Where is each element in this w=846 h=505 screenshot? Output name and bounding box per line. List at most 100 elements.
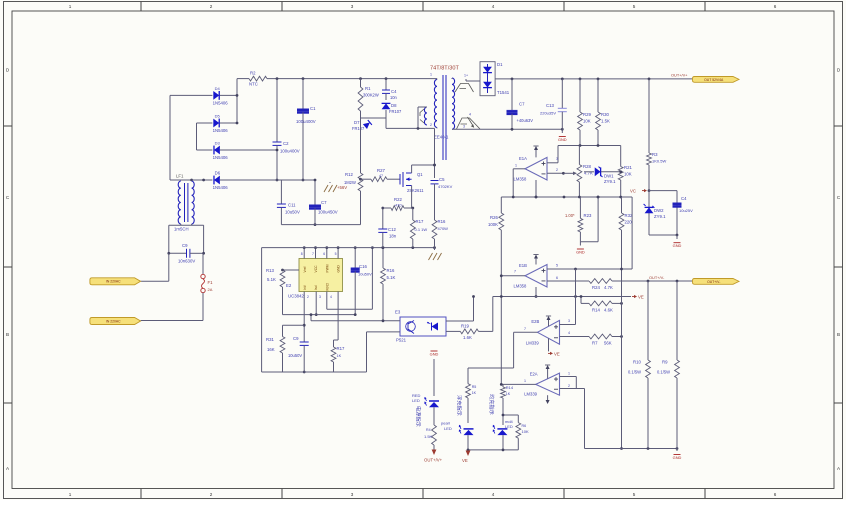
svg-text:C12: C12: [388, 227, 396, 232]
svg-text:FR107: FR107: [389, 109, 402, 114]
svg-text:E2A: E2A: [530, 372, 538, 377]
svg-text:7: 7: [514, 270, 516, 274]
svg-text:100u450V: 100u450V: [318, 210, 338, 215]
svg-text:LED: LED: [444, 426, 452, 431]
svg-text:D: D: [837, 67, 841, 72]
svg-text:2: 2: [307, 295, 309, 299]
svg-text:1N5406: 1N5406: [213, 155, 229, 160]
svg-text:7: 7: [524, 327, 526, 331]
svg-text:47: 47: [379, 174, 383, 178]
svg-text:1K0.5W: 1K0.5W: [652, 159, 666, 164]
svg-text:C7: C7: [321, 200, 327, 205]
svg-text:VE: VE: [462, 458, 468, 463]
svg-text:1M2W: 1M2W: [344, 180, 356, 185]
svg-text:均充指示: 均充指示: [488, 394, 496, 415]
svg-text:GND: GND: [673, 455, 682, 460]
svg-text:2: 2: [210, 4, 213, 9]
svg-text:R16: R16: [387, 268, 395, 273]
svg-text:E2B: E2B: [531, 319, 539, 324]
svg-text:R17: R17: [416, 219, 424, 224]
svg-text:DW2: DW2: [654, 208, 664, 213]
svg-text:C: C: [837, 195, 841, 200]
svg-text:IN 220AC: IN 220AC: [106, 280, 121, 284]
svg-text:R4: R4: [426, 428, 431, 432]
svg-text:18n: 18n: [389, 234, 397, 239]
svg-text:R31: R31: [266, 337, 274, 342]
svg-text:220: 220: [625, 220, 633, 225]
svg-text:Vref: Vref: [303, 266, 307, 272]
svg-text:10u50V: 10u50V: [285, 210, 300, 215]
svg-text:2: 2: [210, 492, 213, 497]
svg-text:1.5K: 1.5K: [424, 434, 433, 439]
svg-text:UC3842: UC3842: [288, 294, 304, 299]
svg-text:3: 3: [351, 492, 354, 497]
svg-text:5.1K: 5.1K: [267, 277, 276, 282]
svg-text:10u25V: 10u25V: [679, 208, 693, 213]
svg-text:GND: GND: [337, 265, 341, 273]
svg-text:R9: R9: [662, 360, 668, 365]
svg-text:R27: R27: [377, 168, 385, 173]
svg-text:+40u63V: +40u63V: [517, 118, 534, 123]
svg-text:LED: LED: [412, 398, 420, 403]
svg-text:R32: R32: [625, 213, 633, 218]
svg-text:R14: R14: [592, 308, 600, 313]
svg-text:1: 1: [69, 4, 72, 9]
svg-text:R5: R5: [472, 385, 477, 389]
svg-text:E3: E3: [395, 310, 401, 315]
svg-text:R16: R16: [438, 219, 446, 224]
svg-text:1.6K: 1.6K: [463, 335, 472, 340]
svg-text:LM339: LM339: [524, 392, 537, 397]
svg-text:10u50V: 10u50V: [358, 272, 372, 277]
svg-text:R22: R22: [394, 197, 402, 202]
svg-text:R26: R26: [490, 215, 498, 220]
svg-text:R2: R2: [250, 71, 256, 76]
svg-text:浮充指示: 浮充指示: [456, 395, 464, 416]
svg-text:3: 3: [319, 295, 321, 299]
svg-text:1: 1: [430, 73, 432, 77]
svg-text:1N5406: 1N5406: [213, 100, 229, 105]
svg-text:D1: D1: [497, 62, 503, 67]
svg-text:10u50V: 10u50V: [288, 353, 302, 358]
svg-text:3: 3: [463, 125, 465, 129]
svg-text:6: 6: [323, 252, 325, 256]
svg-text:OUT+/V+: OUT+/V+: [671, 72, 688, 77]
svg-text:EE40-1: EE40-1: [434, 135, 449, 140]
svg-text:DW1: DW1: [604, 174, 614, 179]
svg-text:C13: C13: [546, 103, 554, 108]
svg-text:F1: F1: [208, 280, 214, 285]
svg-text:1: 1: [524, 379, 526, 383]
svg-text:Q1: Q1: [417, 172, 423, 177]
svg-text:GND: GND: [673, 243, 682, 248]
svg-text:D8: D8: [391, 103, 397, 108]
svg-text:10K: 10K: [522, 429, 529, 434]
svg-text:1: 1: [568, 372, 570, 376]
svg-text:100u400V: 100u400V: [280, 149, 300, 154]
svg-text:5: 5: [335, 252, 337, 256]
svg-text:3: 3: [568, 319, 570, 323]
svg-text:4: 4: [568, 331, 570, 335]
svg-text:4.7K: 4.7K: [584, 171, 593, 176]
svg-text:100K: 100K: [488, 222, 498, 227]
svg-text:B: B: [837, 332, 840, 337]
svg-text:C11: C11: [288, 203, 296, 208]
svg-text:4702KV: 4702KV: [438, 184, 453, 189]
svg-text:2: 2: [556, 168, 558, 172]
svg-text:1: 1: [69, 492, 72, 497]
svg-text:FR107: FR107: [352, 126, 365, 131]
svg-text:1m5CH: 1m5CH: [174, 227, 189, 232]
svg-text:E1B: E1B: [519, 263, 527, 268]
svg-text:R21: R21: [624, 165, 632, 170]
svg-text:3: 3: [556, 157, 558, 161]
svg-text:D7: D7: [354, 120, 360, 125]
svg-text:GND: GND: [576, 249, 585, 254]
svg-text:1: 1: [515, 164, 517, 168]
svg-text:7: 7: [312, 252, 314, 256]
svg-text:5.1K: 5.1K: [387, 275, 396, 280]
svg-text:5: 5: [633, 492, 636, 497]
svg-text:R3: R3: [652, 152, 658, 157]
svg-text:OUT+/V-: OUT+/V-: [707, 280, 720, 284]
svg-text:6: 6: [774, 4, 777, 9]
svg-text:R29: R29: [583, 112, 591, 117]
svg-text:LM358: LM358: [514, 177, 527, 182]
svg-text:0.1/5W: 0.1/5W: [628, 370, 641, 375]
